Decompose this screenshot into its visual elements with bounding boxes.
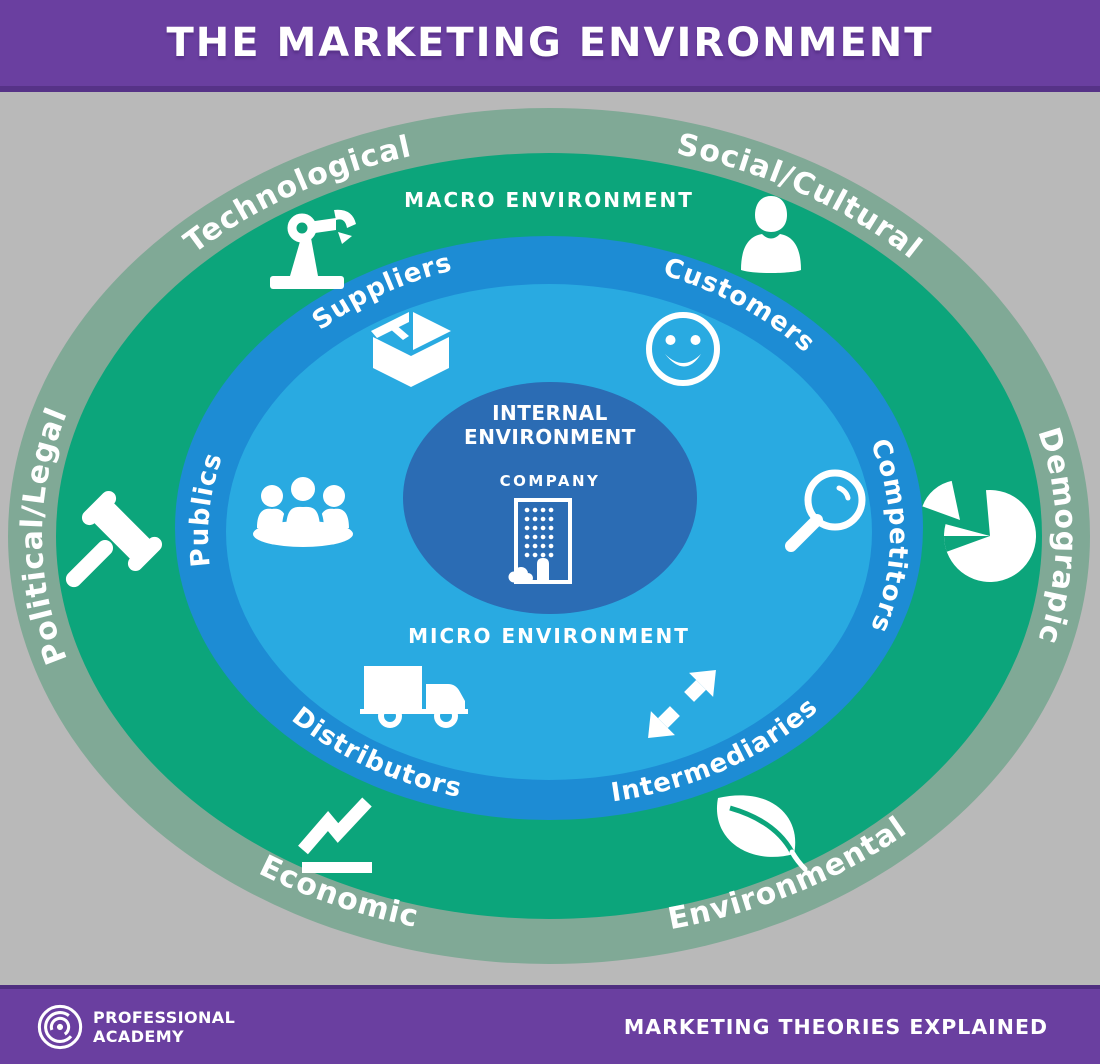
macro-environment-label: MACRO ENVIRONMENT — [404, 188, 694, 212]
company-label: COMPANY — [500, 472, 601, 490]
professional-academy-logo-icon — [37, 1004, 83, 1049]
leaf-icon — [716, 795, 808, 872]
footer-bar: PROFESSIONAL ACADEMY MARKETING THEORIES … — [0, 985, 1100, 1064]
page-title: THE MARKETING ENVIRONMENT — [166, 20, 934, 66]
building-icon — [508, 498, 572, 584]
gavel-icon — [65, 490, 163, 588]
delivery-truck-icon — [360, 666, 468, 728]
micro-environment-label: MICRO ENVIRONMENT — [408, 624, 690, 648]
people-group-icon — [253, 473, 353, 547]
package-box-icon — [371, 312, 451, 387]
double-arrow-icon — [648, 670, 716, 738]
magnifier-icon — [785, 469, 866, 552]
internal-environment-label-line2: ENVIRONMENT — [464, 425, 636, 449]
smiley-face-icon — [646, 312, 720, 386]
footer-tagline: MARKETING THEORIES EXPLAINED — [623, 1014, 1048, 1039]
header-bar: THE MARKETING ENVIRONMENT — [0, 0, 1100, 92]
pie-chart-icon — [922, 480, 1037, 582]
robot-arm-icon — [270, 209, 356, 289]
person-icon — [741, 196, 801, 273]
brand-logo: PROFESSIONAL ACADEMY — [36, 1003, 235, 1051]
trend-chart-icon — [298, 797, 372, 873]
brand-name-line2: ACADEMY — [93, 1026, 185, 1046]
internal-environment-label-line1: INTERNAL — [492, 401, 608, 425]
brand-name-line1: PROFESSIONAL — [93, 1007, 236, 1027]
brand-name: PROFESSIONAL ACADEMY — [93, 1008, 235, 1046]
